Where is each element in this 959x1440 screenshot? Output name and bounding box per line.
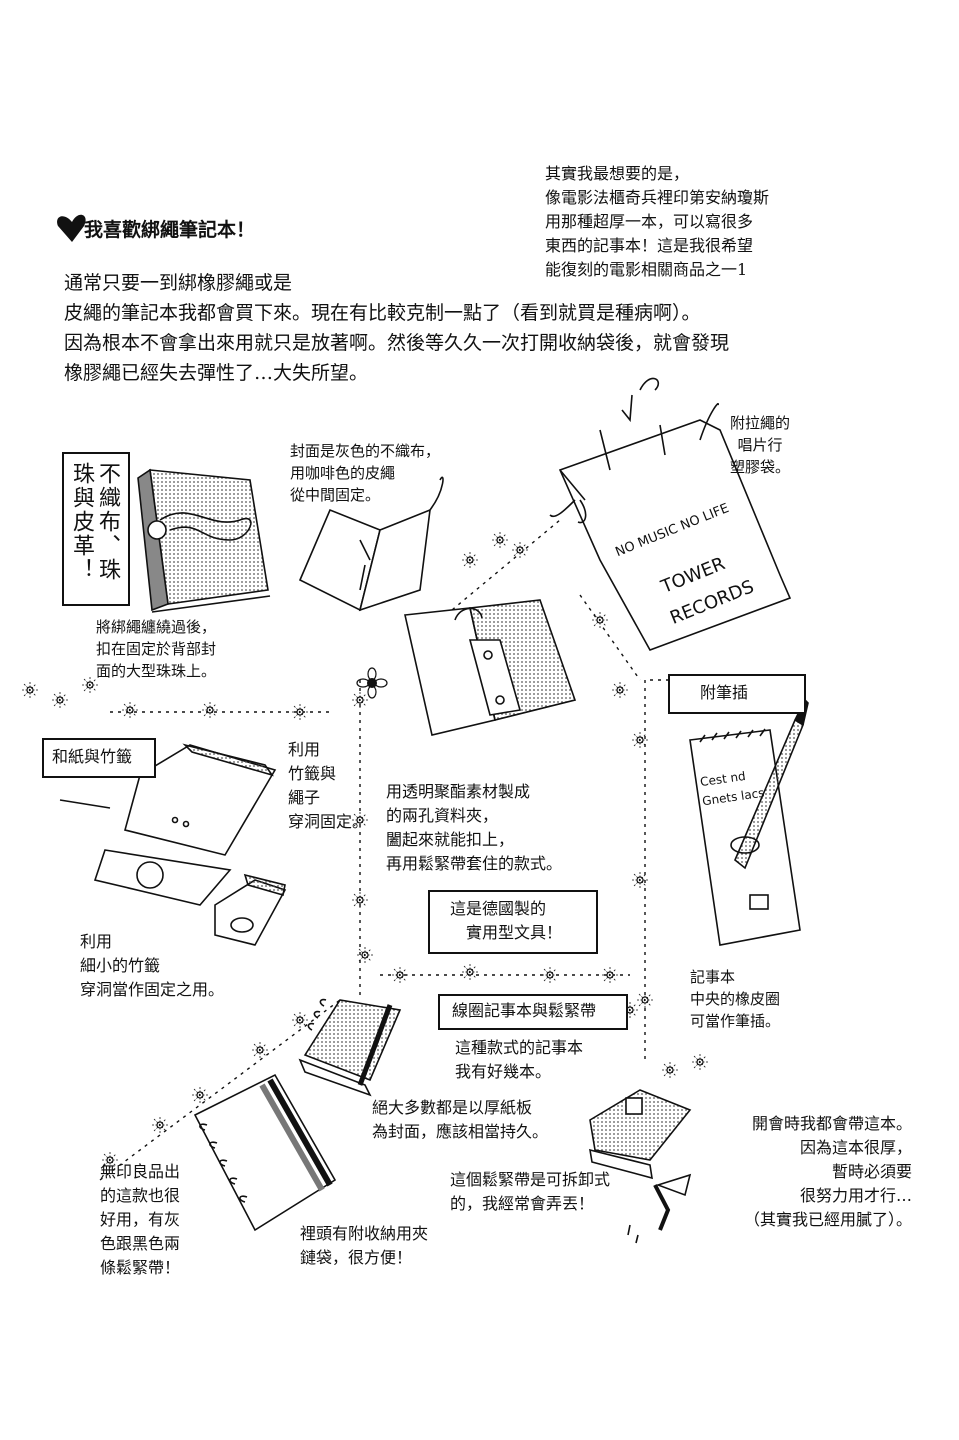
top-note-line: 能復刻的電影相關商品之一1 — [545, 260, 748, 279]
wrap-note-line: 將綁繩纏繞過後， — [96, 618, 217, 636]
bag-note-line: 塑膠袋。 — [730, 458, 791, 476]
felt-beads-label: 不織布、珠珠與皮革！ — [69, 462, 120, 582]
gray-felt-line: 用咖啡色的皮繩 — [290, 464, 396, 482]
pocket-line: 裡頭有附收納用夾 — [300, 1224, 429, 1243]
washi-label: 和紙與竹籤 — [52, 747, 133, 766]
meeting-line: 暫時必須要 — [831, 1162, 912, 1181]
bamboo-note-line: 竹籤與 — [288, 764, 337, 783]
pen-note-line: 記事本 — [690, 968, 736, 986]
bamboo-note-line: 繩子 — [288, 788, 321, 807]
german-line: 實用型文具！ — [466, 923, 563, 942]
pet-note-line: 用透明聚酯素材製成 — [386, 782, 531, 801]
big-flower-icon — [356, 667, 388, 699]
pen-holder-label: 附筆插 — [700, 683, 749, 702]
intro-line: 皮繩的筆記本我都會買下來。現在有比較克制一點了（看到就買是種病啊）。 — [64, 302, 701, 324]
gray-felt-line: 封面是灰色的不織布， — [290, 442, 441, 460]
small-bamboo-line: 利用 — [80, 932, 113, 951]
meeting-line: 開會時我都會帶這本。 — [751, 1114, 912, 1133]
spiral-box: 線圈記事本與鬆緊帶 — [438, 994, 628, 1030]
wrap-note-line: 扣在固定於背部封 — [96, 640, 217, 658]
spiral-label: 線圈記事本與鬆緊帶 — [452, 1001, 597, 1020]
meeting-line: 因為這本很厚， — [799, 1138, 912, 1157]
pet-note-line: 再用鬆緊帶套住的款式。 — [386, 854, 563, 873]
spiral-note-line: 我有好幾本。 — [455, 1062, 552, 1081]
intro-line: 因為根本不會拿出來用就只是放著啊。然後等久久一次打開收納袋後，就會發現 — [64, 332, 730, 354]
wrap-note-line: 面的大型珠珠上。 — [96, 662, 217, 680]
german-line: 這是德國製的 — [450, 899, 547, 918]
cardboard-line: 為封面，應該相當持久。 — [372, 1122, 549, 1141]
spiral-note-line: 這種款式的記事本 — [455, 1038, 584, 1057]
muji-line: 好用，有灰 — [100, 1210, 181, 1229]
intro-line: 橡膠繩已經失去彈性了…大失所望。 — [64, 362, 369, 384]
bag-note-line: 附拉繩的 — [730, 414, 791, 432]
muji-line: 的這款也很 — [100, 1186, 181, 1205]
detach-line: 的，我經常會弄丟！ — [450, 1194, 595, 1213]
gray-felt-line: 從中間固定。 — [290, 486, 381, 504]
small-bamboo-notebook-drawing — [214, 873, 287, 946]
german-box: 這是德國製的 實用型文具！ — [428, 890, 598, 954]
page-title: 我喜歡綁繩筆記本！ — [84, 219, 256, 241]
intro-line: 通常只要一到綁橡膠繩或是 — [64, 272, 293, 294]
open-book-drawing — [298, 476, 444, 612]
top-note-line: 用那種超厚一本，可以寫很多 — [545, 212, 754, 231]
pen-note-line: 可當作筆插。 — [690, 1012, 781, 1030]
felt-notebook-drawing — [137, 468, 271, 613]
washi-box: 和紙與竹籤 — [42, 738, 156, 778]
pet-note-line: 闔起來就能扣上， — [386, 830, 515, 849]
heart-icon — [57, 214, 86, 242]
top-note-line: 其實我最想要的是， — [545, 164, 690, 183]
pet-note-line: 的兩孔資料夾， — [386, 806, 499, 825]
small-bamboo-line: 穿洞當作固定之用。 — [80, 980, 225, 999]
top-note-line: 東西的記事本！這是我很希望 — [545, 236, 754, 255]
washi-notebook-drawing — [59, 743, 277, 906]
pen-holder-box: 附筆插 — [668, 674, 806, 714]
detach-line: 這個鬆緊帶是可拆卸式 — [450, 1170, 611, 1189]
muji-notebook-drawing — [193, 1073, 337, 1232]
top-note-line: 像電影法櫃奇兵裡印第安納瓊斯 — [545, 188, 770, 207]
meeting-line: （其實我已經用膩了）。 — [743, 1210, 912, 1229]
bamboo-note-line: 穿洞固定。 — [288, 812, 369, 831]
pen-pad-drawing — [689, 698, 809, 946]
pen-note-line: 中央的橡皮圈 — [690, 990, 781, 1008]
spiral-notebook-drawing — [298, 998, 402, 1097]
binder-drawing — [404, 599, 577, 736]
meeting-line: 很努力用才行… — [799, 1186, 912, 1205]
bag-note-line: 唱片行 — [737, 436, 783, 454]
felt-beads-box: 不織布、珠珠與皮革！ — [62, 452, 130, 606]
muji-line: 條鬆緊帶！ — [100, 1258, 181, 1277]
record-bag-drawing — [549, 377, 792, 651]
bamboo-note-line: 利用 — [288, 740, 321, 759]
muji-line: 色跟黑色兩 — [100, 1234, 181, 1253]
cardboard-line: 絕大多數都是以厚紙板 — [372, 1098, 533, 1117]
thick-notebook-drawing — [589, 1089, 692, 1244]
muji-line: 無印良品出 — [100, 1162, 181, 1181]
small-bamboo-line: 細小的竹籤 — [80, 956, 161, 975]
pocket-line: 鏈袋，很方便！ — [300, 1248, 413, 1267]
